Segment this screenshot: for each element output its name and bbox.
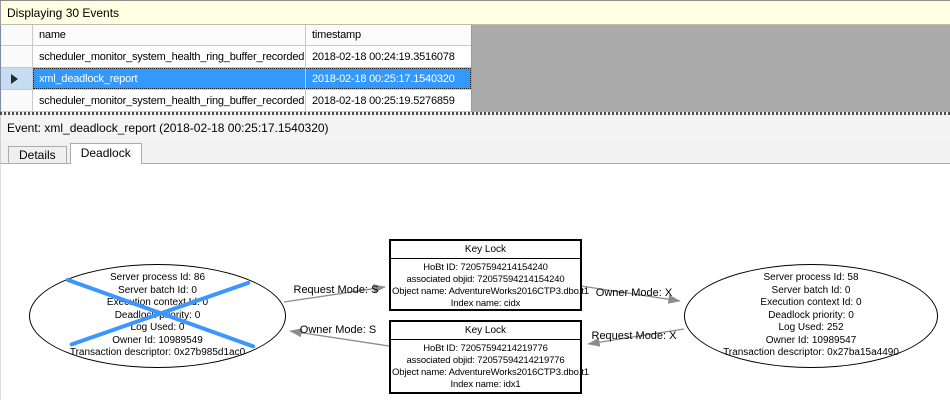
- event-summary: Event: xml_deadlock_report (2018-02-18 0…: [0, 115, 950, 141]
- column-header-timestamp[interactable]: timestamp: [312, 29, 361, 41]
- row-selector-cell[interactable]: [1, 46, 33, 67]
- row-selector-header-cell[interactable]: [1, 25, 33, 45]
- edge-request-x: [587, 328, 685, 347]
- events-table: name timestamp scheduler_monitor_system_…: [0, 25, 472, 112]
- cell-timestamp[interactable]: 2018-02-18 00:25:19.5276859: [312, 94, 455, 107]
- key-lock-details: HoBt ID: 72057594214219776 associated ob…: [392, 343, 589, 390]
- edge-label-owner-x: Owner Mode: X: [595, 287, 673, 299]
- row-selector-cell[interactable]: [1, 68, 33, 89]
- cell-name[interactable]: xml_deadlock_report: [33, 68, 306, 89]
- key-lock-details: HoBt ID: 72057594214154240 associated ob…: [392, 262, 589, 309]
- edge-label-request-s: Request Mode: S: [293, 284, 379, 296]
- key-lock-box-bottom[interactable]: Key Lock HoBt ID: 72057594214219776 asso…: [389, 320, 589, 394]
- edge-request-s: [283, 284, 386, 303]
- column-header-name[interactable]: name: [33, 25, 306, 45]
- process-node-owner[interactable]: Server process Id: 58 Server batch Id: 0…: [684, 264, 938, 368]
- cell-timestamp[interactable]: 2018-02-18 00:24:19.3516078: [312, 50, 455, 63]
- table-row[interactable]: scheduler_monitor_system_health_ring_buf…: [1, 90, 471, 112]
- events-count-bar: Displaying 30 Events: [0, 1, 950, 25]
- process-node-victim-text: Server process Id: 86 Server batch Id: 0…: [69, 272, 246, 359]
- tab-deadlock[interactable]: Deadlock: [69, 143, 142, 164]
- empty-table-area: [472, 25, 950, 112]
- edge-owner-x: [580, 285, 681, 304]
- cell-timestamp[interactable]: 2018-02-18 00:25:17.1540320: [312, 72, 455, 85]
- key-lock-title: Key Lock: [391, 322, 580, 340]
- events-table-zone: name timestamp scheduler_monitor_system_…: [0, 25, 950, 112]
- table-header-row: name timestamp: [1, 25, 471, 46]
- edge-owner-s: [289, 328, 390, 347]
- edge-label-owner-s: Owner Mode: S: [299, 324, 377, 336]
- selected-row-marker-icon: [11, 74, 18, 84]
- cell-name[interactable]: scheduler_monitor_system_health_ring_buf…: [33, 90, 306, 111]
- events-count-label: Displaying 30 Events: [7, 5, 120, 20]
- tab-strip: Details Deadlock: [0, 141, 950, 164]
- deadlock-edges: [283, 284, 685, 347]
- key-lock-box-top[interactable]: Key Lock HoBt ID: 72057594214154240 asso…: [389, 239, 589, 311]
- row-selector-cell[interactable]: [1, 90, 33, 111]
- table-row[interactable]: xml_deadlock_report 2018-02-18 00:25:17.…: [1, 68, 471, 90]
- process-node-owner-text: Server process Id: 58 Server batch Id: 0…: [723, 272, 899, 359]
- deadlock-graph-pane: Server process Id: 86 Server batch Id: 0…: [0, 164, 950, 400]
- dotted-separator: [0, 112, 950, 115]
- cell-name[interactable]: scheduler_monitor_system_health_ring_buf…: [33, 46, 306, 67]
- key-lock-title: Key Lock: [391, 241, 580, 259]
- edge-label-request-x: Request Mode: X: [591, 330, 677, 342]
- tab-details[interactable]: Details: [8, 146, 67, 163]
- table-row[interactable]: scheduler_monitor_system_health_ring_buf…: [1, 46, 471, 68]
- process-node-victim[interactable]: Server process Id: 86 Server batch Id: 0…: [29, 264, 286, 368]
